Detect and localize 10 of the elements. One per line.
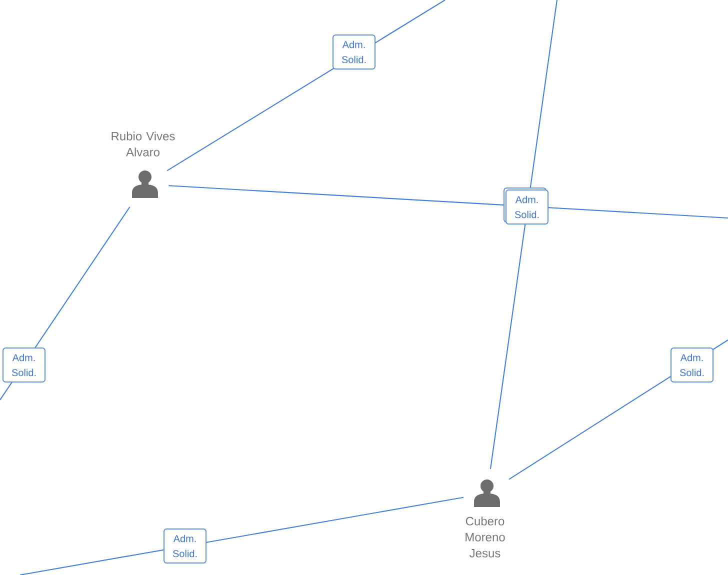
person-name: Cubero Moreno Jesus [466, 516, 505, 558]
connector-line [20, 496, 464, 575]
edge-label: Adm. Solid. [164, 528, 206, 564]
edge-label: Adm. Solid. [332, 34, 376, 70]
connector-line [168, 185, 728, 219]
edge-label: Adm. Solid. [670, 348, 714, 382]
connector-line [490, 0, 558, 469]
person-name: Rubio Vives Alvaro [112, 132, 175, 156]
edge-label: Adm. Solid. [504, 188, 548, 224]
edge-label: Adm. Solid. [2, 348, 46, 382]
